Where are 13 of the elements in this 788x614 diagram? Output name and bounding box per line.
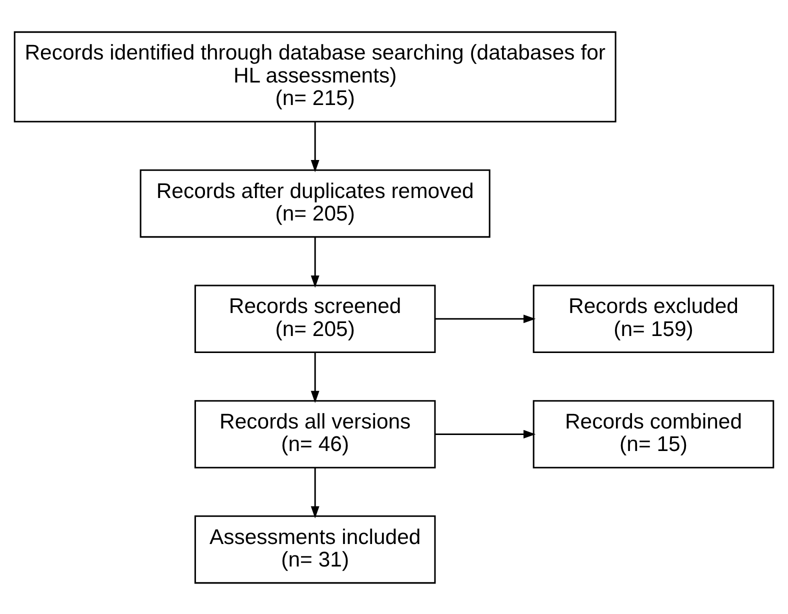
arrow <box>310 467 320 518</box>
arrow <box>310 121 320 172</box>
node-box: Records identified through database searching (databases for HL assessments) (n= 215) <box>14 30 616 122</box>
node-box: Records all versions (n= 46) <box>194 400 436 468</box>
node-box: Records combined (n= 15) <box>532 400 774 468</box>
node-box: Assessments included (n= 31) <box>194 514 436 584</box>
arrow <box>435 314 536 323</box>
arrow <box>310 236 320 288</box>
arrow <box>310 352 320 403</box>
node-box: Records after duplicates removed (n= 205) <box>140 168 490 238</box>
node-box: Records screened (n= 205) <box>194 284 436 353</box>
arrow <box>435 429 536 438</box>
node-box: Records excluded (n= 159) <box>532 284 774 353</box>
